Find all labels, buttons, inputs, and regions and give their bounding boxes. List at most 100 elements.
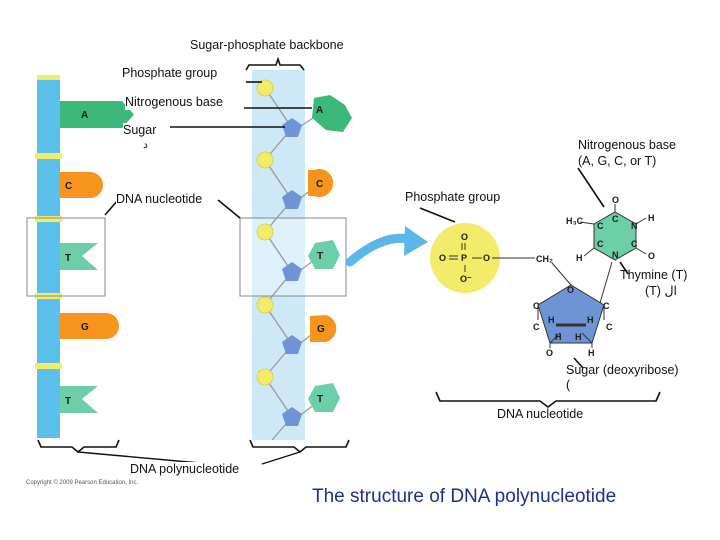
arrow-shaft	[345, 233, 417, 267]
bond-n-h	[635, 217, 647, 225]
atom-h-sugar-3: H	[555, 332, 562, 342]
left-base-a	[60, 101, 122, 128]
middle-base-g	[310, 315, 337, 342]
bond-methyl	[579, 221, 595, 225]
atom-c-sugar-4: C	[533, 301, 540, 311]
left-base-g	[60, 313, 119, 339]
nitrogenous-base-types-label: (A, G, C, or T)	[578, 154, 657, 168]
deoxyribose-pentagon	[537, 284, 605, 344]
atom-h-sugar-1: H	[587, 315, 594, 325]
sugar-label-left-arabic: د	[143, 139, 148, 151]
sugar-label-left: Sugar	[123, 123, 157, 138]
phosphate-circle-4	[256, 296, 274, 314]
bond-c-h	[583, 247, 595, 257]
sugar-deoxyribose-label-2: (	[566, 378, 571, 392]
sugar-pentagon-1	[282, 118, 302, 137]
arrow-head	[404, 226, 428, 256]
nucleotide-pointer-right	[217, 199, 241, 219]
right-base-pointer	[577, 167, 605, 208]
middle-base-g-label: G	[317, 324, 325, 335]
left-base-a-label: A	[81, 110, 88, 121]
atom-h-sugar-2b: H	[588, 348, 595, 358]
left-base-t2-label: T	[65, 396, 71, 407]
zoom-arrow	[345, 226, 428, 267]
middle-base-c	[308, 169, 334, 198]
phosphate-circle-2	[256, 151, 274, 169]
phosphate-circle-3	[256, 223, 274, 241]
left-base-g-label: G	[81, 322, 89, 333]
backbone-bracket	[245, 56, 305, 71]
left-nucleotide-box	[26, 217, 106, 297]
atom-h-thymine-1: H	[648, 213, 655, 223]
middle-base-t-1	[308, 240, 340, 269]
thymine-pointer	[619, 261, 629, 275]
middle-base-t1-label: T	[317, 251, 323, 262]
phosphate-circle-1	[256, 79, 274, 97]
bond-c-o-right	[635, 247, 647, 255]
polynucleotide-pointer-left	[77, 451, 201, 464]
dna-nucleotide-label-left: DNA nucleotide	[116, 192, 203, 207]
left-base-c	[60, 172, 103, 198]
phosphate-group-circle	[430, 223, 500, 293]
thymine-label: Thymine (T)	[620, 268, 688, 282]
left-base-c-label: C	[65, 181, 72, 192]
middle-base-a-label: A	[316, 105, 323, 116]
sugar-pointer-right	[573, 357, 584, 369]
nucleotide-molecule: O O P O O⁻ CH₂ H₃C O C N H C C C O N H O…	[419, 167, 661, 408]
atom-o-sugar: O	[567, 285, 574, 295]
backbone-label: Sugar-phosphate backbone	[190, 38, 344, 52]
atom-o-left: O	[439, 253, 446, 263]
left-strand-bar	[37, 78, 60, 438]
left-base-t1-label: T	[65, 253, 71, 264]
atom-h-sugar-4: H	[548, 315, 555, 325]
atom-h-thymine-2: H	[576, 253, 583, 263]
thymine-label-arabic: (T) ال	[645, 284, 677, 298]
atom-c-sugar-1: C	[603, 301, 610, 311]
left-phosphate-cap	[37, 75, 60, 80]
left-phosphate-1	[35, 153, 62, 159]
atom-o-minus: O⁻	[460, 274, 472, 284]
atom-o-thymine-right: O	[648, 251, 655, 261]
nitrogenous-base-label-right: Nitrogenous base	[578, 138, 676, 152]
nitrogenous-base-label-left: Nitrogenous base	[125, 95, 223, 110]
middle-base-c-label: C	[316, 179, 323, 190]
polynucleotide-pointer-right	[261, 451, 301, 465]
atom-c-thymine-1: C	[612, 214, 619, 224]
middle-base-a	[312, 95, 352, 132]
atom-h-sugar-2: H	[575, 332, 582, 342]
left-base-t-2	[60, 386, 98, 413]
sugar-deoxyribose-label: Sugar (deoxyribose)	[566, 363, 679, 377]
phosphate-circle-5	[256, 368, 274, 386]
bottom-nucleotide-bracket	[435, 391, 661, 408]
dna-nucleotide-label-bottom: DNA nucleotide	[497, 407, 584, 421]
atom-c-thymine-2: C	[597, 221, 604, 231]
middle-polynucleotide-bracket	[249, 439, 350, 454]
sugar-pentagon-3	[282, 262, 302, 281]
sugar-pentagon-4	[282, 335, 302, 354]
atom-c-sugar-2: C	[606, 322, 613, 332]
slide-title: The structure of DNA polynucleotide	[312, 486, 617, 507]
atom-p: P	[461, 253, 467, 263]
phosphate-group-label-left: Phosphate group	[122, 66, 218, 81]
left-pointers	[37, 56, 350, 465]
sugar-pentagon-5	[282, 407, 302, 426]
atom-h3c: H₃C	[566, 216, 584, 226]
middle-base-t2-label: T	[317, 394, 323, 405]
left-strand: A C T G T	[26, 75, 134, 438]
atom-c-thymine-3: C	[597, 239, 604, 249]
right-phosphate-pointer	[419, 207, 456, 223]
atom-ch2: CH₂	[536, 254, 553, 264]
bond-c3-h	[549, 332, 561, 344]
middle-base-t-2	[308, 383, 340, 412]
middle-strand: A C T G T	[239, 70, 352, 441]
atom-n-thymine-2: N	[612, 250, 619, 260]
bond-c2-h2	[581, 332, 593, 344]
left-phosphate-4	[35, 363, 62, 369]
bond-ch2-c	[551, 262, 572, 286]
dna-polynucleotide-label: DNA polynucleotide	[130, 462, 240, 477]
atom-o-thymine-top: O	[612, 195, 619, 205]
atom-n-thymine-1: N	[631, 221, 638, 231]
copyright-notice: Copyright © 2009 Pearson Education, Inc.	[26, 480, 139, 486]
atom-o-right: O	[483, 253, 490, 263]
